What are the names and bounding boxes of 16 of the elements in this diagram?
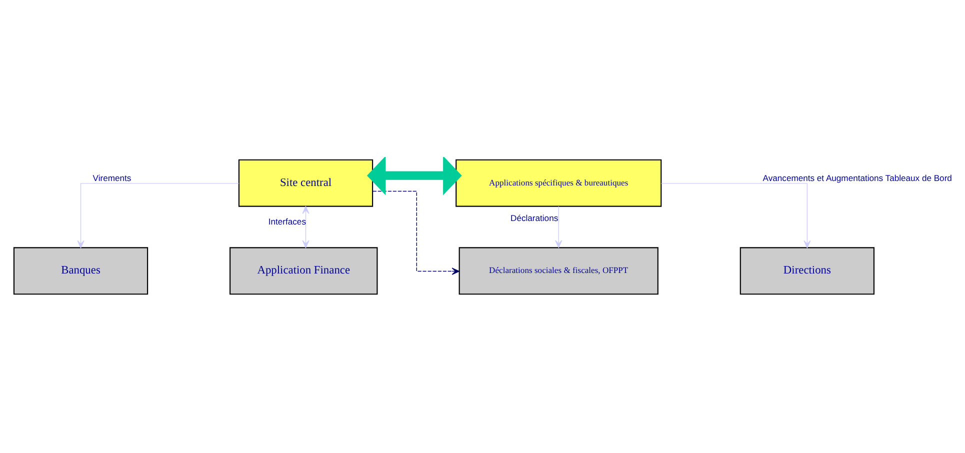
node-box: Directions (739, 246, 874, 294)
edge-label: Interfaces (268, 216, 306, 226)
node-box: Application Finance (229, 246, 378, 294)
arrow (660, 182, 810, 248)
edge-label: Virements (92, 172, 131, 182)
arrow (302, 206, 309, 248)
arrow (372, 190, 460, 274)
arrow (554, 206, 562, 248)
edge-label: Avancements et Augmentations Tableaux de Bord (762, 172, 952, 182)
edge-label: Déclarations (510, 212, 558, 222)
node-box: Banques (12, 246, 148, 294)
node-box: Site central (238, 158, 373, 206)
node-box: Applications spécifiques & bureautiques (455, 158, 662, 206)
arrow (76, 182, 239, 248)
arrow (366, 156, 462, 195)
node-box: Déclarations sociales & fiscales, OFPPT (458, 246, 658, 294)
